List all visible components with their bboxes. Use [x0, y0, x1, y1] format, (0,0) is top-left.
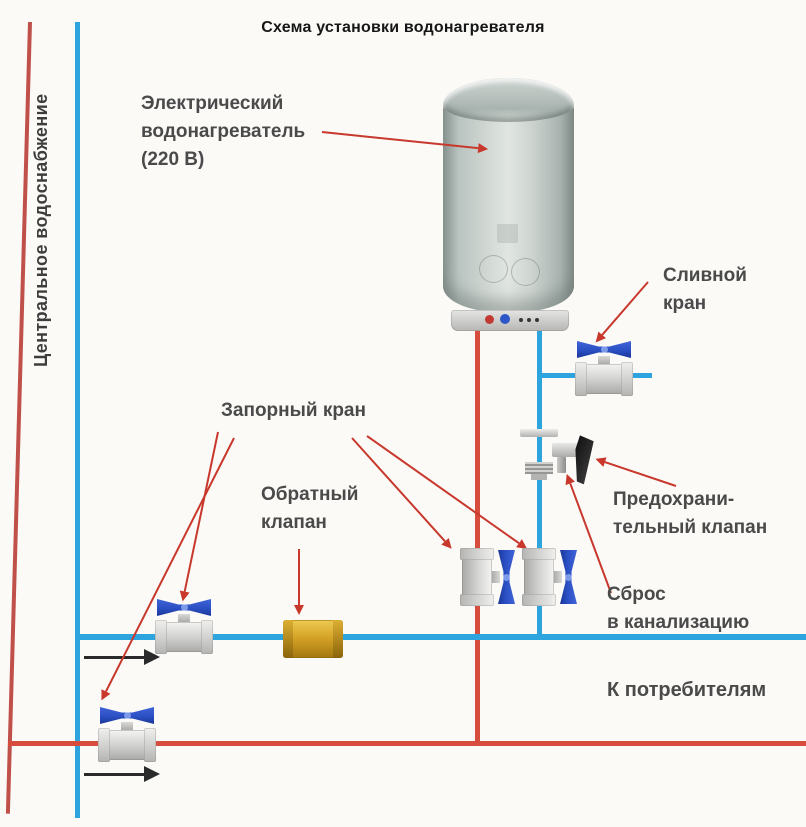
- valve-body: [98, 728, 156, 762]
- label-sewer-discharge: Сброс в канализацию: [607, 584, 750, 633]
- flow-arrow-hot: [84, 766, 160, 782]
- label-check-valve: Обратный клапан: [261, 484, 359, 533]
- valve-stem: [598, 356, 610, 365]
- shutoff-valve-cold-line: [519, 549, 577, 605]
- shutoff-valve-hot-distribution: [98, 707, 156, 765]
- annotation-arrow-shutoff-4: [366, 435, 520, 545]
- safety-valve: [518, 426, 606, 490]
- heater-logo: [497, 224, 518, 243]
- cold-riser-pipe: [75, 22, 80, 818]
- valve-stem: [491, 571, 500, 583]
- water-heater: [443, 78, 574, 312]
- heater-indicator-dot: [527, 318, 531, 322]
- label-safety-valve: Предохрани- тельный клапан: [613, 489, 768, 538]
- heater-indicator-dot: [519, 318, 523, 322]
- valve-body: [524, 549, 554, 605]
- valve-handle-icon: [498, 550, 515, 604]
- valve-stem: [553, 571, 562, 583]
- heater-indicator-dot: [535, 318, 539, 322]
- valve-handle-icon: [157, 599, 211, 616]
- safety-valve-arm: [552, 443, 579, 457]
- hot-riser-pipe: [5, 21, 32, 814]
- valve-body: [575, 362, 633, 396]
- cold-distribution-pipe: [75, 634, 806, 640]
- safety-valve-drain-spout: [557, 457, 566, 473]
- label-electric-heater: Электрический водонагреватель (220 В): [141, 93, 306, 170]
- annotation-arrow-check-valve: [298, 549, 300, 605]
- heater-control-panel: [451, 310, 569, 331]
- annotation-arrow-drain-valve: [601, 281, 649, 336]
- safety-valve-body: [523, 436, 555, 463]
- heater-blue-knob: [500, 314, 510, 324]
- valve-body: [462, 549, 492, 605]
- valve-handle-icon: [560, 550, 577, 604]
- shutoff-valve-hot-line: [457, 549, 515, 605]
- label-consumers: К потребителям: [607, 679, 767, 701]
- check-valve: [283, 620, 343, 658]
- valve-stem: [121, 722, 133, 731]
- annotation-arrow-shutoff-3: [351, 437, 446, 542]
- safety-valve-tip: [531, 474, 547, 480]
- valve-stem: [178, 614, 190, 623]
- shutoff-valve-cold-distribution: [155, 599, 213, 657]
- heater-cold-inlet-pipe: [537, 322, 542, 640]
- hot-distribution-pipe: [8, 741, 806, 746]
- heater-red-knob: [485, 315, 494, 324]
- central-water-supply-label: Центральное водоснабжение: [31, 93, 51, 367]
- heater-dial-right: [511, 258, 540, 286]
- page-title: Схема установки водонагревателя: [261, 19, 545, 36]
- annotation-arrow-shutoff-1: [183, 431, 219, 592]
- heater-dial-left: [479, 255, 508, 283]
- drain-valve: [575, 341, 633, 399]
- label-shutoff-valve: Запорный кран: [221, 400, 366, 421]
- heater-hot-outlet-pipe: [475, 322, 480, 746]
- safety-valve-flange: [520, 429, 558, 437]
- safety-valve-ribs: [525, 462, 553, 474]
- valve-handle-icon: [577, 341, 631, 358]
- valve-body: [155, 620, 213, 654]
- valve-handle-icon: [100, 707, 154, 724]
- annotation-arrow-safety-valve: [604, 461, 677, 487]
- label-drain-valve: Сливной кран: [663, 265, 747, 314]
